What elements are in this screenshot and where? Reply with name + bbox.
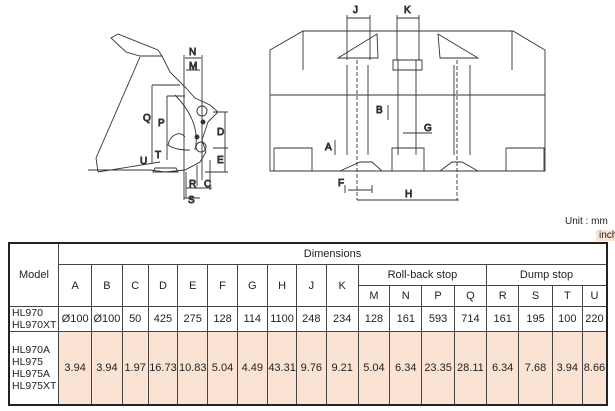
dim-label-t: T [155,150,161,161]
side-view [88,33,228,200]
dim-label-q: Q [143,113,151,124]
value-cell: 6.34 [486,331,520,406]
value-cell: 3.94 [57,331,93,406]
col-header-b: B [91,264,123,307]
col-header-k: K [325,264,359,307]
value-cell: 28.11 [453,331,488,406]
model-name: HL975 [12,356,43,368]
dimensions-table: Model Dimensions A B C D E F G H J K Rol… [8,242,608,406]
value-cell: 100 [551,306,583,332]
col-header-j: J [296,264,327,307]
dim-label-j: J [353,5,358,16]
dump-header: Dump stop [486,264,608,286]
value-cell: 7.68 [518,331,553,406]
dim-label-g: G [424,123,432,134]
col-header-a: A [57,264,93,307]
col-header-f: F [207,264,238,307]
col-header-d: D [147,264,179,307]
value-cell: Ø100 [91,306,123,332]
value-cell: 10.83 [177,331,209,406]
value-cell: 220 [581,306,608,332]
dim-label-r: R [189,179,196,190]
value-cell: 8.66 [581,331,608,406]
dim-label-e: E [217,155,224,166]
value-cell: 1100 [266,306,298,332]
col-header-t: T [551,285,583,307]
dim-label-h: H [405,189,412,200]
model-name: HL975A [12,368,50,380]
value-cell: 50 [121,306,149,332]
value-cell: 5.04 [357,331,391,406]
dim-label-d: D [217,127,224,138]
dim-label-f: F [338,178,344,189]
col-header-s: S [518,285,553,307]
value-cell: 43.31 [266,331,298,406]
col-header-c: C [121,264,149,307]
dim-label-b: B [376,105,383,116]
value-cell: 128 [357,306,391,332]
col-header-p: P [421,285,455,307]
value-cell: 5.04 [207,331,238,406]
model-name: HL970A [12,344,50,356]
value-cell: 195 [518,306,553,332]
value-cell: 114 [236,306,268,332]
dim-label-p: P [158,118,165,129]
value-cell: Ø100 [57,306,93,332]
col-header-u: U [581,285,608,307]
value-cell: 6.34 [389,331,423,406]
value-cell: 714 [453,306,488,332]
dim-label-m: M [189,61,197,72]
value-cell: 9.76 [296,331,327,406]
dim-label-s: S [188,195,195,206]
model-header: Model [8,242,59,307]
unit-inch-label: inch [596,230,615,241]
dim-label-a: A [325,142,332,153]
value-cell: 23.35 [421,331,455,406]
col-header-n: N [389,285,423,307]
front-view [269,15,546,201]
dim-label-k: K [404,5,411,16]
dimensions-header: Dimensions [57,242,608,265]
value-cell: 593 [421,306,455,332]
value-cell: 128 [207,306,238,332]
col-header-h: H [266,264,298,307]
bucket-diagram: N M Q P D E U T R C S J K B G A F H [88,5,546,206]
dim-label-c: C [204,179,211,190]
unit-mm-label: Unit : mm [565,216,608,227]
rollback-header: Roll-back stop [357,264,488,286]
value-cell: 3.94 [91,331,123,406]
value-cell: 9.21 [325,331,359,406]
col-header-g: G [236,264,268,307]
col-header-q: Q [453,285,488,307]
col-header-r: R [486,285,520,307]
model-name: HL975XT [12,380,57,392]
col-header-m: M [357,285,391,307]
model-name: HL970XT [12,319,57,331]
col-header-e: E [177,264,209,307]
value-cell: 425 [147,306,179,332]
value-cell: 161 [389,306,423,332]
value-cell: 161 [486,306,520,332]
value-cell: 234 [325,306,359,332]
model-name: HL970 [12,307,43,319]
dim-label-n: N [189,47,196,58]
dim-label-u: U [140,156,147,167]
value-cell: 16.73 [147,331,179,406]
value-cell: 1.97 [121,331,149,406]
value-cell: 4.49 [236,331,268,406]
value-cell: 248 [296,306,327,332]
value-cell: 275 [177,306,209,332]
value-cell: 3.94 [551,331,583,406]
